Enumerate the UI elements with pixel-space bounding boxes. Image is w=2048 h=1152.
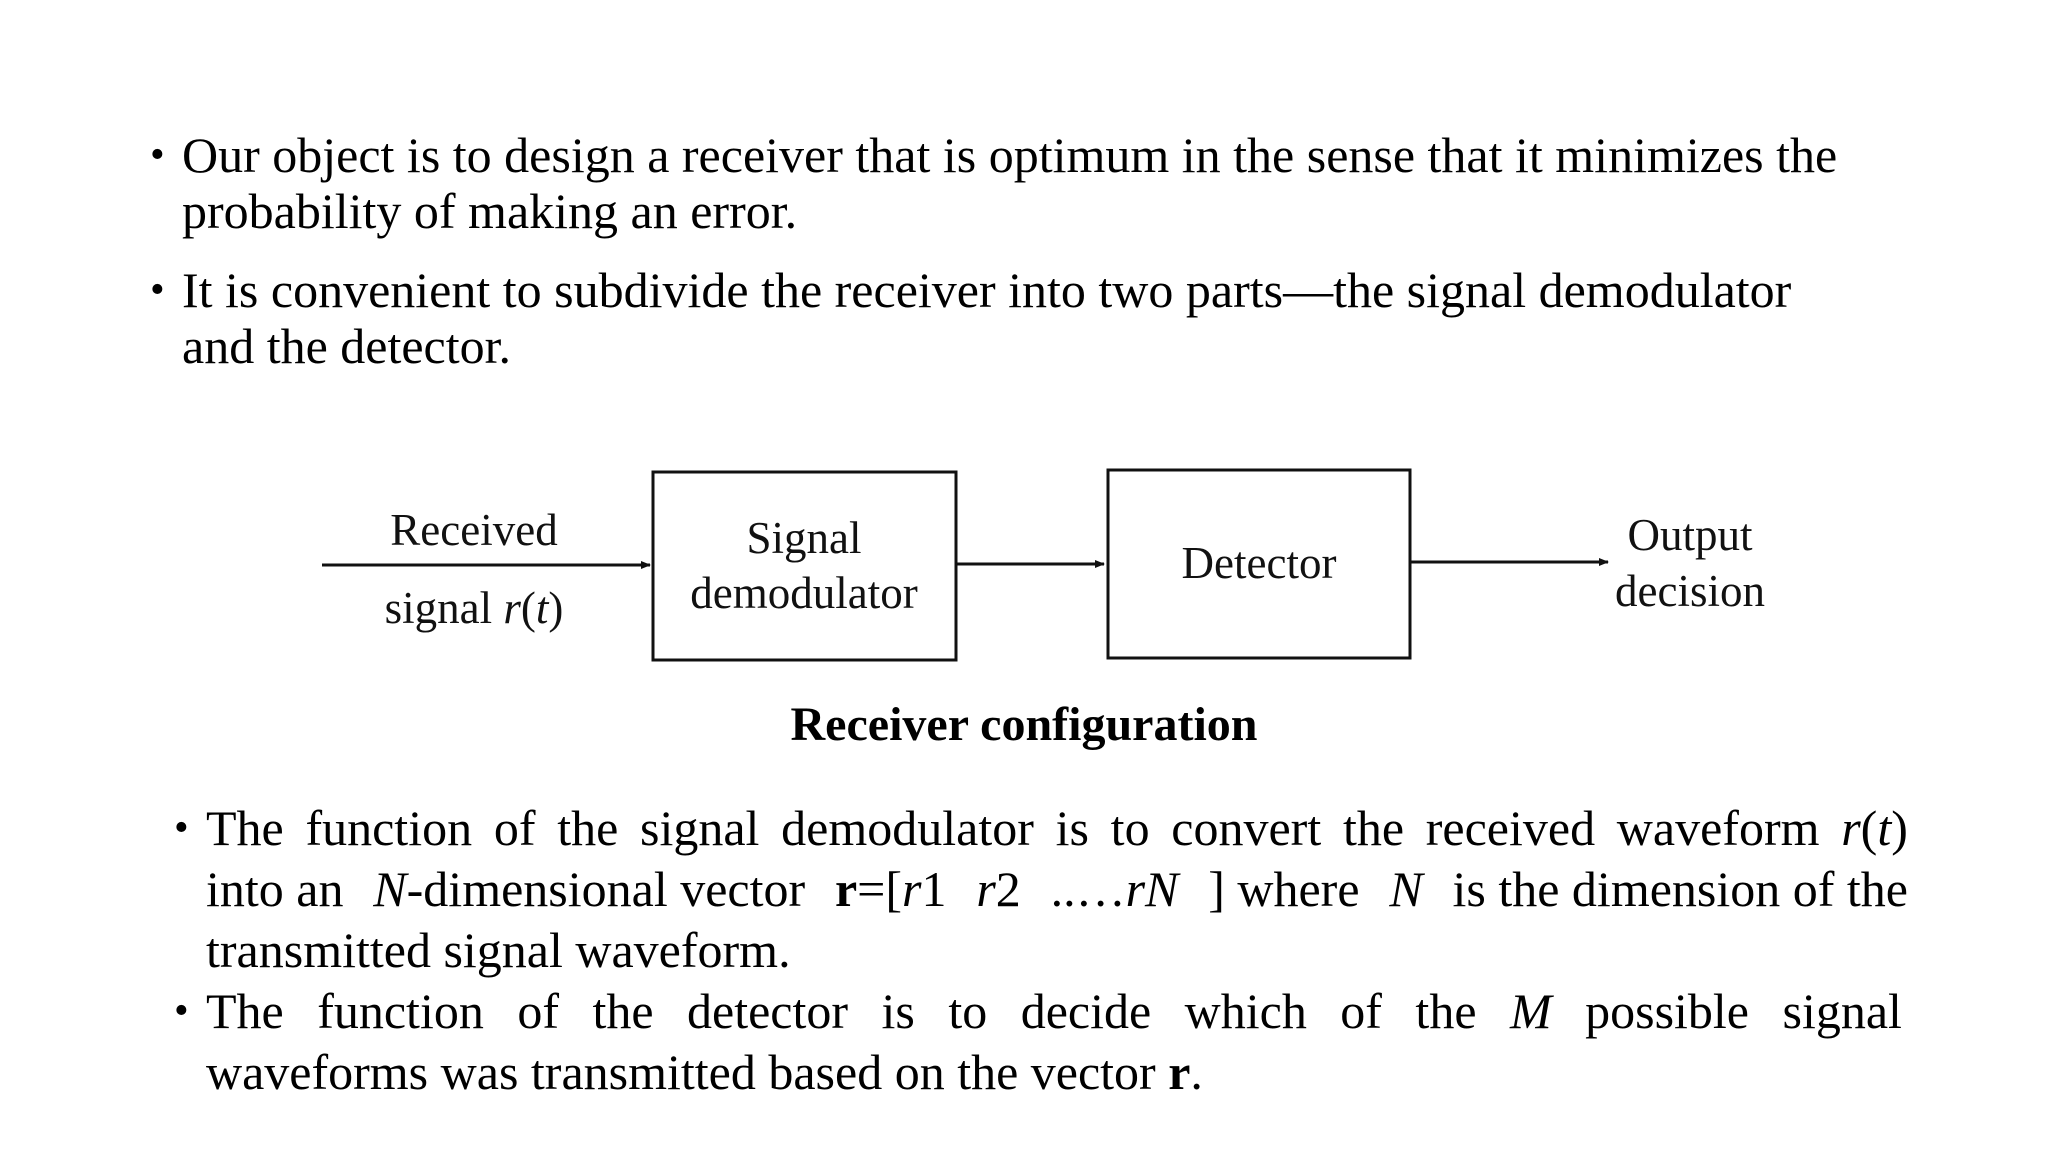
- word: is: [1055, 800, 1089, 856]
- bullet-objective: • Our object is to design a receiver tha…: [150, 127, 1902, 239]
- text-segment: ..…rN: [1050, 861, 1179, 917]
- word: detector: [687, 983, 849, 1039]
- text-line: and the detector.: [182, 318, 512, 374]
- signal-demodulator-block: [651, 470, 958, 662]
- word: to: [1110, 800, 1150, 856]
- word: is: [881, 983, 915, 1039]
- word: received: [1425, 800, 1596, 856]
- text-segment: r2: [976, 861, 1021, 917]
- paren-open: (: [521, 583, 536, 633]
- word: of: [1340, 983, 1382, 1039]
- output-label-line1: Output: [1627, 510, 1753, 560]
- word: which: [1184, 983, 1307, 1039]
- word: the: [1415, 983, 1477, 1039]
- bullet-dot: •: [150, 132, 165, 178]
- word: demodulator: [781, 800, 1034, 856]
- bullet-dot: •: [174, 805, 189, 851]
- word: M: [1509, 983, 1552, 1039]
- word: convert: [1171, 800, 1322, 856]
- output-label-line2: decision: [1615, 566, 1765, 616]
- word: to: [948, 983, 988, 1039]
- input-label-signal: signal r(t): [385, 583, 564, 633]
- block2-label: Detector: [1182, 538, 1337, 588]
- paren-close: ): [548, 583, 563, 633]
- word: decide: [1020, 983, 1152, 1039]
- text-line: waveforms was transmitted based on the v…: [206, 1044, 1203, 1100]
- input-t-symbol: t: [536, 583, 550, 633]
- bullet-dot: •: [150, 267, 165, 313]
- text-line: probability of making an error.: [182, 183, 798, 239]
- text-segment: into an: [206, 861, 344, 917]
- text-segment: r=[r1: [834, 861, 947, 917]
- word-rt: r(t): [1841, 800, 1908, 856]
- diagram-caption: Receiver configuration: [790, 698, 1258, 751]
- text-line: It is convenient to subdivide the receiv…: [182, 262, 1792, 318]
- word: the: [557, 800, 619, 856]
- word: The: [206, 800, 284, 856]
- word: The: [206, 983, 284, 1039]
- input-r-symbol: r: [503, 583, 521, 633]
- text-segment: N-dimensional vector: [373, 861, 806, 917]
- diagram-arrows: [322, 558, 1609, 569]
- word: the: [592, 983, 654, 1039]
- text-segment: ] where: [1208, 861, 1360, 917]
- bullet-subdivide: • It is convenient to subdivide the rece…: [150, 262, 1902, 374]
- block1-label-line1: Signal: [746, 513, 861, 563]
- input-label-signal-word: signal: [385, 583, 493, 633]
- input-label-received: Received: [390, 505, 557, 555]
- word: function: [305, 800, 473, 856]
- word: of: [517, 983, 559, 1039]
- text-segment: N: [1389, 861, 1423, 917]
- word: function: [317, 983, 484, 1039]
- text-line: Our object is to design a receiver that …: [182, 127, 1838, 183]
- bullet-dot: •: [174, 988, 189, 1034]
- word: signal: [1782, 983, 1902, 1039]
- detector-block: [1106, 468, 1412, 660]
- text-segment: is the dimension of the: [1452, 861, 1909, 917]
- block1-label-line2: demodulator: [690, 568, 917, 618]
- word: waveform: [1616, 800, 1820, 856]
- word: the: [1342, 800, 1405, 856]
- word: signal: [640, 800, 760, 856]
- word: possible: [1585, 983, 1750, 1039]
- text-line: transmitted signal waveform.: [206, 922, 791, 978]
- word: of: [493, 800, 536, 856]
- text-line: into an N-dimensional vector r=[r1 r2 ..…: [206, 859, 1908, 920]
